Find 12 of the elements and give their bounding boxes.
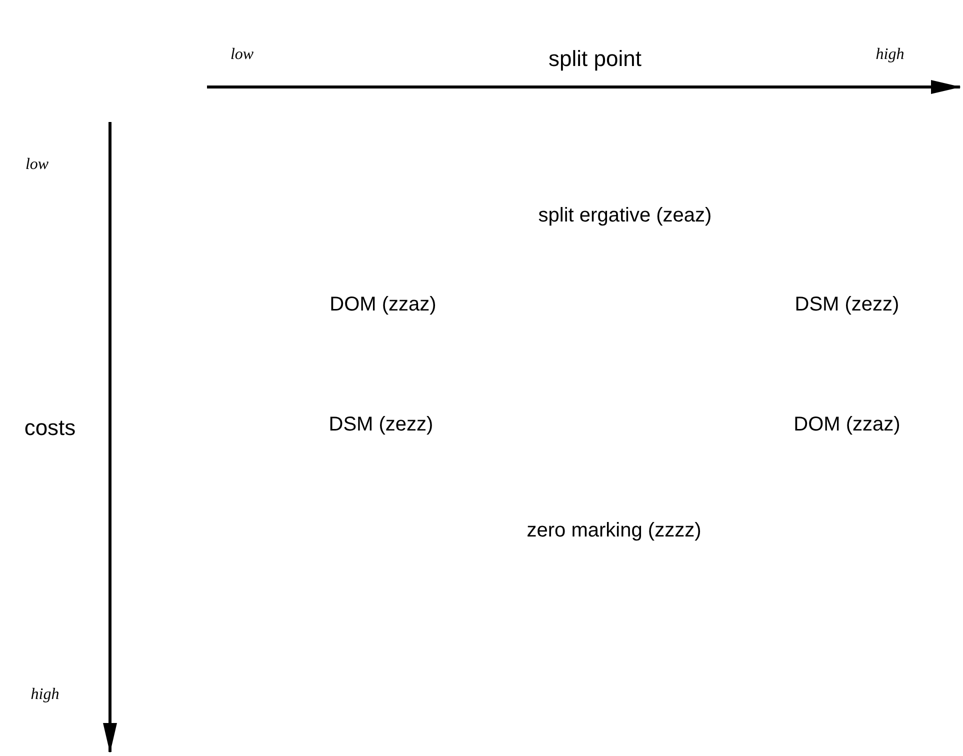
axis-label: low: [25, 156, 49, 174]
axis-title: costs: [24, 415, 76, 441]
category-label: DSM (zezz): [328, 414, 434, 436]
axis-label: high: [876, 46, 904, 64]
category-label: DOM (zzaz): [794, 414, 900, 436]
axis-title: split point: [548, 46, 642, 72]
axis-label: low: [230, 46, 254, 64]
category-label: split ergative (zeaz): [538, 204, 712, 228]
category-label: zero marking (zzzz): [526, 520, 702, 542]
axis-label: high: [30, 686, 60, 704]
category-label: DSM (zezz): [794, 294, 900, 316]
category-label: DOM (zzaz): [330, 294, 436, 316]
